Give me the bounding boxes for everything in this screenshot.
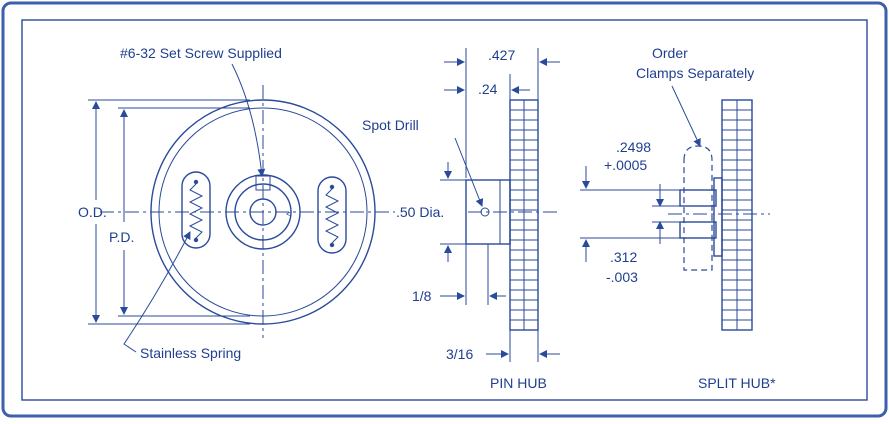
set-screw-hole <box>255 175 271 191</box>
right-spring-slot <box>317 176 347 254</box>
bore-circle <box>249 198 277 226</box>
split-hub-title: SPLIT HUB* <box>698 375 776 391</box>
dim-3-16-label: 3/16 <box>446 346 473 362</box>
pd-label: P.D. <box>109 229 134 245</box>
hub-inner-circle <box>234 183 292 241</box>
set-screw-label: #6-32 Set Screw Supplied <box>120 45 282 61</box>
order-clamps-leader <box>671 85 701 147</box>
dim-1-8-label: 1/8 <box>412 288 432 304</box>
spot-drill-label: Spot Drill <box>362 117 419 133</box>
spot-drill-leader <box>454 137 484 207</box>
pin-hub-view: .427 .24 Spot Drill .50 Dia. 1/8 3/16 PI… <box>362 47 560 391</box>
dim-24-label: .24 <box>478 81 498 97</box>
left-spring-icon <box>188 183 204 239</box>
split-hub-upper-stub <box>679 189 717 207</box>
dim-003-label: -.003 <box>606 269 638 285</box>
set-screw-leader <box>231 63 266 177</box>
front-view: < O.D. P.D. #6-32 Set Screw Supplied Sta… <box>78 45 395 361</box>
svg-text:<: < <box>286 209 291 219</box>
right-spring-icon <box>324 188 340 244</box>
left-spring-slot <box>181 171 211 249</box>
order-label-line1: Order <box>652 45 688 61</box>
inner-border <box>21 19 868 401</box>
outer-diameter-circle <box>150 99 376 325</box>
order-label-line2: Clamps Separately <box>636 65 754 81</box>
dim-2498-label: .2498 <box>616 139 651 155</box>
split-hub-lower-stub <box>679 221 717 239</box>
dia-50-label: .50 Dia. <box>396 204 444 220</box>
stainless-spring-label: Stainless Spring <box>140 345 241 361</box>
dim-427-label: .427 <box>488 47 515 63</box>
clamp-outline <box>683 145 713 271</box>
spring-leader <box>123 231 191 353</box>
dim-0005-label: +.0005 <box>604 157 647 173</box>
split-hub-view: Order Clamps Separately .2498 +.0005 .31… <box>580 45 776 391</box>
pitch-diameter-circle <box>158 107 368 317</box>
od-label: O.D. <box>78 204 107 220</box>
dim-312-label: .312 <box>610 249 637 265</box>
pin-hub-title: PIN HUB <box>490 375 547 391</box>
